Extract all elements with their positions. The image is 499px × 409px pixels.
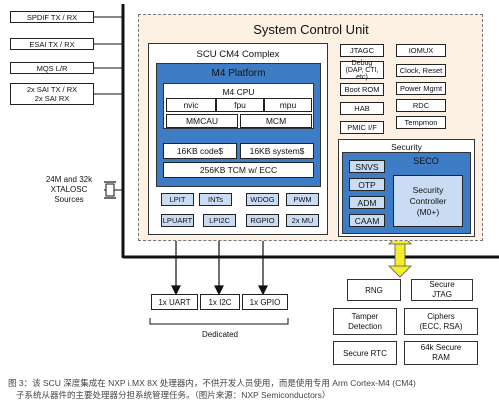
tempmon-block: Tempmon [396, 116, 446, 129]
mqs-block: MQS L/R [10, 62, 94, 74]
dedicated-uart: 1x UART [151, 294, 198, 310]
system-cache-label: 16KB system$ [249, 146, 305, 156]
dedicated-label: Dedicated [201, 330, 239, 339]
tcm-block: 256KB TCM w/ ECC [163, 162, 314, 178]
lpit-label: LPIT [169, 195, 186, 204]
mmcau-block: MMCAU [166, 114, 238, 128]
power-mgmt-block: Power Mgmt [396, 82, 446, 95]
lpuart-block: LPUART [161, 214, 194, 227]
secure-jtag-label: Secure JTAG [429, 280, 455, 299]
esai-label: ESAI TX / RX [29, 39, 75, 49]
wdog-label: WDOG [250, 195, 275, 204]
clock-reset-label: Clock, Reset [399, 66, 443, 75]
m4-cpu-label: M4 CPU [222, 87, 255, 97]
boot-rom-label: Boot ROM [344, 85, 380, 94]
nvic-label: nvic [183, 100, 199, 110]
dedicated-gpio-label: 1x GPIO [249, 297, 281, 307]
ints-block: INTs [199, 193, 232, 206]
power-mgmt-label: Power Mgmt [399, 84, 443, 93]
scu-title: System Control Unit [253, 22, 369, 37]
security-title: Security [391, 142, 422, 152]
nvic-block: nvic [166, 98, 216, 112]
secure-ram-block: 64k Secure RAM [404, 341, 478, 365]
lpuart-label: LPUART [162, 216, 193, 225]
secure-jtag-block: Secure JTAG [411, 279, 473, 301]
m4-platform-title: M4 Platform [211, 68, 266, 79]
secure-rtc-block: Secure RTC [333, 341, 397, 365]
fpu-block: fpu [216, 98, 264, 112]
security-controller-label: Security Controller (M0+) [409, 184, 447, 217]
pmic-block: PMIC I/F [340, 121, 384, 134]
mu-label: 2x MU [291, 216, 314, 225]
spdif-label: SPDIF TX / RX [26, 12, 78, 22]
tempmon-label: Tempmon [404, 118, 438, 127]
snvs-block: SNVS [349, 160, 385, 173]
otp-label: OTP [358, 179, 376, 190]
code-cache-label: 16KB code$ [176, 146, 224, 156]
system-cache-block: 16KB system$ [240, 143, 314, 159]
code-cache-block: 16KB code$ [163, 143, 237, 159]
mcm-label: MCM [265, 116, 287, 126]
security-controller-block: Security Controller (M0+) [393, 175, 463, 227]
clock-reset-block: Clock, Reset [396, 64, 446, 77]
hab-label: HAB [354, 104, 370, 113]
hab-block: HAB [340, 102, 384, 115]
rdc-block: RDC [396, 99, 446, 112]
jtagc-block: JTAGC [340, 44, 384, 57]
caam-label: CAAM [354, 215, 380, 226]
mcm-block: MCM [240, 114, 312, 128]
jtagc-label: JTAGC [349, 46, 375, 55]
pwm-block: PWM [286, 193, 319, 206]
figure-caption: 图 3：该 SCU 深度集成在 NXP i.MX 8X 处理器内，不供开发人员使… [8, 377, 494, 401]
mmcau-label: MMCAU [185, 116, 219, 126]
secure-rtc-label: Secure RTC [343, 348, 387, 358]
xtalosc-label: 24M and 32k XTALOSC Sources [45, 175, 93, 204]
dedicated-i2c: 1x I2C [200, 294, 240, 310]
lpit-block: LPIT [161, 193, 194, 206]
spdif-block: SPDIF TX / RX [10, 11, 94, 23]
rgpio-label: RGPIO [250, 216, 275, 225]
mu-block: 2x MU [286, 214, 319, 227]
rgpio-block: RGPIO [246, 214, 279, 227]
secure-ram-label: 64k Secure RAM [420, 343, 462, 362]
ciphers-block: Ciphers (ECC, RSA) [404, 308, 478, 335]
sai-label: 2x SAI TX / RX 2x SAI RX [26, 85, 78, 103]
mqs-label: MQS L/R [36, 63, 68, 73]
tcm-label: 256KB TCM w/ ECC [199, 165, 278, 175]
fpu-label: fpu [234, 100, 246, 110]
sai-block: 2x SAI TX / RX 2x SAI RX [10, 83, 94, 105]
rdc-label: RDC [412, 101, 430, 110]
iomux-block: IOMUX [396, 44, 446, 57]
lpi2c-label: LPI2C [209, 216, 230, 225]
snvs-label: SNVS [355, 161, 379, 172]
lpi2c-block: LPI2C [203, 214, 236, 227]
caam-block: CAAM [349, 214, 385, 227]
ints-label: INTs [208, 195, 223, 204]
rng-label: RNG [365, 285, 383, 295]
adm-block: ADM [349, 196, 385, 209]
wdog-block: WDOG [246, 193, 279, 206]
esai-block: ESAI TX / RX [10, 38, 94, 50]
pmic-label: PMIC I/F [347, 123, 377, 132]
dedicated-uart-label: 1x UART [158, 297, 191, 307]
ciphers-label: Ciphers (ECC, RSA) [419, 311, 463, 331]
mpu-label: mpu [279, 100, 297, 110]
pwm-label: PWM [293, 195, 312, 204]
otp-block: OTP [349, 178, 385, 191]
boot-rom-block: Boot ROM [340, 83, 384, 96]
debug-block: Debug (DAP, CTI, etc) [340, 59, 384, 81]
caption-line-1: 图 3：该 SCU 深度集成在 NXP i.MX 8X 处理器内，不供开发人员使… [8, 378, 416, 388]
adm-label: ADM [357, 197, 377, 208]
iomux-label: IOMUX [408, 46, 434, 55]
rng-block: RNG [347, 279, 401, 301]
dedicated-gpio: 1x GPIO [242, 294, 288, 310]
caption-line-2: 子系统从器件的主要处理器分担系统管理任务。（图片来源：NXP Semicondu… [16, 390, 331, 400]
mpu-block: mpu [264, 98, 312, 112]
dedicated-i2c-label: 1x I2C [208, 297, 232, 307]
cm4-complex-title: SCU CM4 Complex [196, 49, 280, 60]
tamper-label: Tamper Detection [348, 311, 382, 331]
debug-label: Debug (DAP, CTI, etc) [345, 59, 379, 81]
seco-title: SECO [413, 156, 439, 166]
tamper-block: Tamper Detection [333, 308, 397, 335]
